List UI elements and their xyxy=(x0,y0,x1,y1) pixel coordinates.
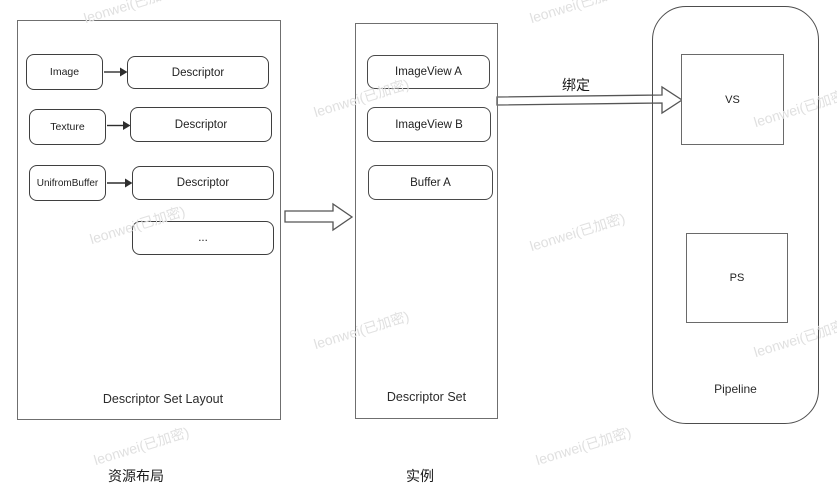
imageview-a-box: ImageView A xyxy=(367,55,490,89)
bind-arrow-label: 绑定 xyxy=(562,77,590,93)
resource-layout-caption: 资源布局 xyxy=(108,468,164,484)
pipeline-title: Pipeline xyxy=(714,382,757,396)
watermark: leonwei(已加密) xyxy=(91,423,191,469)
descriptor-box-3: Descriptor xyxy=(132,166,274,200)
descriptor-set-panel: Descriptor Set xyxy=(355,23,498,419)
watermark: leonwei(已加密) xyxy=(533,423,633,469)
imageview-b-box: ImageView B xyxy=(367,107,491,142)
layout-to-set-arrow xyxy=(284,202,354,232)
pipeline-panel: Pipeline xyxy=(652,6,819,424)
descriptor-ellipsis-box: ... xyxy=(132,221,274,255)
watermark: leonwei(已加密) xyxy=(527,0,627,27)
texture-box: Texture xyxy=(29,109,106,145)
watermark: leonwei(已加密) xyxy=(527,209,627,255)
descriptor-set-title: Descriptor Set xyxy=(386,390,467,404)
vs-box: VS xyxy=(681,54,784,145)
buffer-a-box: Buffer A xyxy=(368,165,493,200)
descriptor-set-layout-panel: Descriptor Set Layout xyxy=(17,20,281,420)
image-box: Image xyxy=(26,54,103,90)
descriptor-set-layout-title: Descriptor Set Layout xyxy=(102,392,224,406)
ps-box: PS xyxy=(686,233,788,323)
instance-caption: 实例 xyxy=(406,468,434,484)
descriptor-box-2: Descriptor xyxy=(130,107,272,142)
uniformbuffer-box: UnifromBuffer xyxy=(29,165,106,201)
descriptor-box-1: Descriptor xyxy=(127,56,269,89)
